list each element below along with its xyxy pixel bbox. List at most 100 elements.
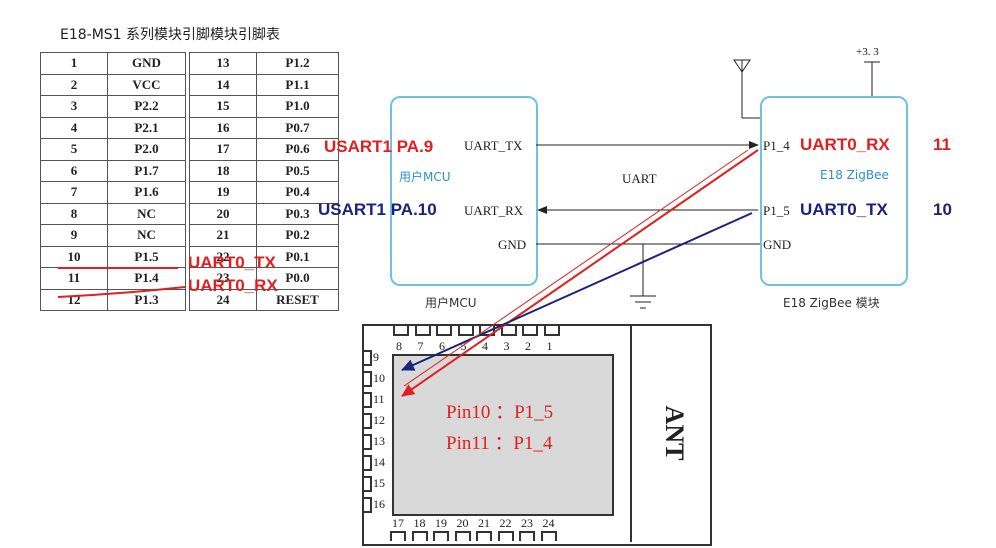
module-pin-label: 16 <box>373 497 385 511</box>
module-pad <box>457 326 474 336</box>
pin-function-cell: GND <box>107 52 186 75</box>
module-pin-label: 7 <box>417 339 424 353</box>
zigbee-gnd-pin: GND <box>763 237 792 252</box>
pin-number-cell: 15 <box>189 95 257 118</box>
mcu-uart-tx-pin: UART_TX <box>464 138 523 153</box>
module-pad <box>364 476 372 492</box>
module-pin-label: 24 <box>542 516 555 530</box>
module-pin-label: 14 <box>373 455 385 469</box>
pin-function-cell: P0.0 <box>256 267 339 290</box>
module-pad <box>364 497 372 513</box>
pin10-mapping: Pin10 ：P1_5 <box>446 402 554 423</box>
module-chip <box>392 354 614 516</box>
pin11-mapping: Pin11 ：P1_4 <box>446 433 553 454</box>
pin-number-10: 10 <box>933 200 952 219</box>
supply-label: +3. 3 <box>856 46 879 58</box>
zigbee-box <box>760 96 908 286</box>
uart-bus-label: UART <box>622 171 657 186</box>
module-pad <box>433 531 449 541</box>
module-pin-label: 17 <box>392 516 404 530</box>
pin-function-cell: NC <box>107 224 186 247</box>
module-pad <box>543 326 560 336</box>
module-pin-label: 18 <box>413 516 426 530</box>
module-pin-label: 1 <box>546 339 553 353</box>
module-pad <box>454 531 471 541</box>
module-pin-label: 12 <box>373 413 385 427</box>
module-pin-label: 23 <box>521 516 533 530</box>
module-pin-label: 2 <box>525 339 531 353</box>
module-pad <box>364 371 372 387</box>
red-arrow-p14 <box>401 149 759 397</box>
module-pin-label: 19 <box>435 516 447 530</box>
module-pin-label: 6 <box>439 339 445 353</box>
pin-number-cell: 14 <box>189 73 257 96</box>
mcu-box <box>390 96 538 286</box>
module-pad <box>476 531 492 541</box>
module-pad <box>519 531 535 541</box>
module-pad <box>497 531 514 541</box>
module-pad <box>364 455 372 471</box>
module-pin-label: 22 <box>499 516 512 530</box>
pin-function-cell: P1.4 <box>107 267 186 290</box>
module-pad <box>500 326 517 336</box>
pin-function-cell: P0.6 <box>256 138 339 161</box>
pin-function-cell: P1.1 <box>256 73 339 96</box>
module-pad <box>364 413 372 429</box>
module-pin-label: 9 <box>373 350 379 364</box>
antenna-icon <box>733 59 751 73</box>
pin-function-cell: P0.7 <box>256 116 339 139</box>
table-rx-underline <box>57 286 186 298</box>
mcu-caption: 用户MCU <box>425 296 477 310</box>
module-pin-label: 5 <box>460 339 467 353</box>
module-pin-label: 20 <box>456 516 469 530</box>
module-pad <box>364 392 372 408</box>
module-pad <box>436 326 452 336</box>
mcu-uart-rx-pin: UART_RX <box>464 203 524 218</box>
pin-function-cell: P1.2 <box>256 52 339 75</box>
pin-number-11: 11 <box>933 135 951 154</box>
table-tx-annotation: UART0_TX <box>188 253 276 272</box>
pin-function-cell: P1.3 <box>107 288 186 311</box>
module-pad <box>540 531 557 541</box>
pin-number-cell: 18 <box>189 159 257 182</box>
table-rx-annotation: UART0_RX <box>188 276 278 295</box>
module-pad <box>414 326 431 336</box>
zigbee-p15-pin: P1_5 <box>763 203 790 218</box>
module-pin-label: 15 <box>373 476 385 490</box>
module-pin-label: 8 <box>396 339 402 353</box>
blue-arrow-p15 <box>401 212 753 371</box>
pin-function-cell: P0.3 <box>256 202 339 225</box>
zigbee-inner-label: E18 ZigBee <box>820 168 889 182</box>
module-pin-label: 13 <box>373 434 385 448</box>
mcu-inner-label: 用户MCU <box>399 170 451 184</box>
pin-function-cell: RESET <box>256 288 339 311</box>
zigbee-caption: E18 ZigBee 模块 <box>783 296 880 310</box>
antenna-divider <box>630 326 632 542</box>
pin-number-cell: 17 <box>189 138 257 161</box>
pin-number-cell: 21 <box>189 224 257 247</box>
zigbee-rx-annotation: UART0_RX <box>800 135 890 154</box>
mcu-gnd-pin: GND <box>498 237 527 252</box>
zigbee-tx-annotation: UART0_TX <box>800 200 888 219</box>
module-pad <box>364 350 372 366</box>
pin-function-cell: VCC <box>107 73 186 96</box>
pin-function-cell: P2.1 <box>107 116 186 139</box>
pin-function-cell: P1.0 <box>256 95 339 118</box>
module-pad <box>393 326 409 336</box>
module-pad <box>390 531 406 541</box>
